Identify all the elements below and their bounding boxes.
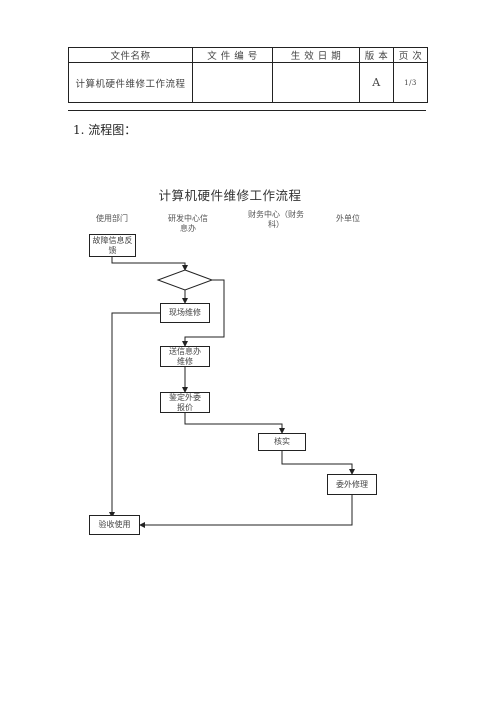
lane-finance: 财务中心（财务科） [248, 210, 304, 229]
lane-rd-center: 研发中心信息办 [168, 214, 208, 233]
section-heading: 1. 流程图： [73, 123, 137, 137]
step-outsource-repair: 委外修理 [327, 474, 377, 495]
document-header-table: 文件名称 文 件 编 号 生 效 日 期 版 本 页 次 计算机硬件维修工作流程… [68, 47, 428, 103]
arrow-verify-to-outsource [281, 451, 355, 475]
header-divider [68, 110, 426, 111]
header-page: 1/3 [393, 62, 428, 103]
arrow-onsite-to-accept [109, 312, 160, 518]
step-outsource-quote: 鉴定外委报价 [160, 392, 210, 413]
arrow-decision-to-send [182, 279, 225, 347]
header-doc-name: 计算机硬件维修工作流程 [68, 62, 193, 103]
lane-vendor: 外单位 [336, 214, 360, 223]
decision-diamond [156, 269, 214, 291]
step-onsite-repair: 现场维修 [160, 303, 210, 323]
lane-user-dept: 使用部门 [96, 214, 128, 223]
arrow-fault-to-decision [111, 257, 188, 271]
step-send-repair: 送信息办维修 [160, 346, 210, 367]
flowchart-title: 计算机硬件维修工作流程 [158, 188, 302, 203]
step-accept-use: 验收使用 [89, 515, 140, 535]
step-verify: 核实 [258, 433, 306, 451]
step-fault-report: 故障信息反馈 [89, 234, 136, 257]
arrow-outsource-to-accept [139, 495, 353, 528]
arrow-quote-to-verify [184, 413, 285, 434]
